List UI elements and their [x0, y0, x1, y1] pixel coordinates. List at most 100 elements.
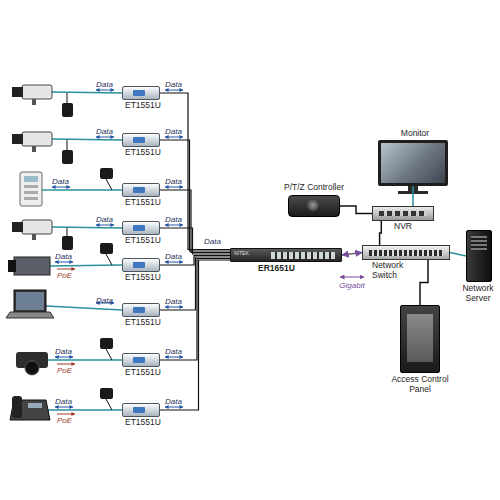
device-cables [42, 92, 122, 410]
signal-label: Data [96, 80, 113, 89]
device-cable [52, 139, 122, 140]
data-arrow [55, 407, 73, 408]
adapter-cord [67, 93, 68, 103]
flow-arrow [165, 187, 183, 188]
signal-label: PoE [57, 416, 72, 425]
device-cable [52, 227, 122, 228]
flow-arrow [165, 90, 183, 91]
data-arrow [52, 187, 70, 188]
device-cable [48, 409, 122, 410]
dome-camera [16, 352, 48, 375]
extender-unit: ET1551U [122, 133, 160, 147]
network-switch: Network Switch [362, 245, 450, 260]
camera-lens [12, 134, 23, 144]
camera-body [22, 132, 52, 146]
poe-arrows [57, 269, 75, 414]
edge-label: Data [165, 347, 182, 356]
keypad-keys [24, 197, 38, 200]
camera-lens [8, 260, 16, 272]
signal-label: PoE [57, 271, 72, 280]
connector [160, 228, 230, 254]
keypad-keys [24, 185, 38, 188]
camera-4 [12, 220, 52, 240]
keypad-screen [24, 176, 38, 182]
laptop [6, 290, 54, 318]
device-cable [50, 265, 122, 266]
node-label: ET1551U [125, 101, 167, 111]
data-arrows [52, 90, 114, 407]
device-cable [48, 359, 122, 360]
node-label: Network Switch [372, 261, 412, 280]
adapter-cord [106, 254, 112, 265]
signal-label: Data [52, 177, 69, 186]
connector [160, 190, 230, 253]
connector [160, 260, 230, 410]
signal-label: Data [96, 296, 113, 305]
laptop-screen [14, 290, 46, 312]
device-cable [42, 189, 122, 190]
node-label: ET1551U [125, 418, 167, 428]
server-tower: Network Server [466, 230, 492, 282]
power-adapter [62, 236, 73, 250]
node-label: ET1551U [125, 148, 167, 158]
data-arrow [96, 90, 114, 91]
signal-label: Data [55, 347, 72, 356]
node-label: Monitor [380, 129, 450, 139]
extender-unit: ET1551U [122, 353, 160, 367]
flow-arrow [165, 407, 183, 408]
ip-phone [10, 396, 50, 420]
connector [412, 186, 414, 206]
connector [160, 257, 230, 310]
signal-label: Data [55, 252, 72, 261]
edge-label: Data [165, 397, 182, 406]
signal-label: Data [96, 127, 113, 136]
edge-label: Data [165, 215, 182, 224]
camera-dome [25, 361, 39, 375]
access-panel: Access Control Panel [400, 305, 440, 373]
phone-handset [12, 396, 22, 418]
adapter-cords [67, 93, 112, 410]
node-label: ER1651U [258, 264, 308, 274]
laptop-base [6, 312, 54, 318]
signal-label: Data [204, 237, 221, 246]
connector [380, 221, 382, 245]
box-camera [8, 257, 50, 275]
brand-mark: NITEK [234, 249, 249, 258]
power-adapter [62, 103, 73, 117]
extender-unit: ET1551U [122, 183, 160, 197]
edge-label: Data [165, 80, 182, 89]
connector [160, 259, 230, 361]
power-adapter [100, 168, 113, 179]
flow-arrow [340, 277, 364, 278]
node-label: ET1551U [125, 318, 167, 328]
extender-unit: ET1551U [122, 258, 160, 272]
connector [450, 253, 466, 257]
laptop-display [16, 292, 44, 310]
node-label: ET1551U [125, 273, 167, 283]
flow-arrow [165, 307, 183, 308]
node-label: NVR [383, 222, 423, 232]
adapter-cord [106, 349, 112, 360]
adapter-cord [106, 399, 112, 410]
data-arrow [55, 262, 73, 263]
camera-mount [32, 234, 36, 240]
node-label: P/T/Z Controller [269, 183, 359, 193]
node-label: Network Server [457, 284, 499, 303]
data-arrow [96, 225, 114, 226]
camera-2 [12, 132, 52, 152]
camera-body [22, 220, 52, 234]
nvr-unit: NVR [372, 206, 434, 221]
keypad-keys [24, 191, 38, 194]
node-label: ET1551U [125, 236, 167, 246]
monitor-screen: Monitor [378, 140, 448, 186]
connector [420, 260, 428, 305]
data-arrow [55, 357, 73, 358]
ptz-controller: P/T/Z Controller [288, 195, 340, 217]
edge-label: Data [165, 297, 182, 306]
node-label: ET1551U [125, 198, 167, 208]
edge-label: Data [165, 127, 182, 136]
signal-label: Data [55, 397, 72, 406]
connector [342, 253, 362, 256]
keypad-device [20, 172, 42, 206]
